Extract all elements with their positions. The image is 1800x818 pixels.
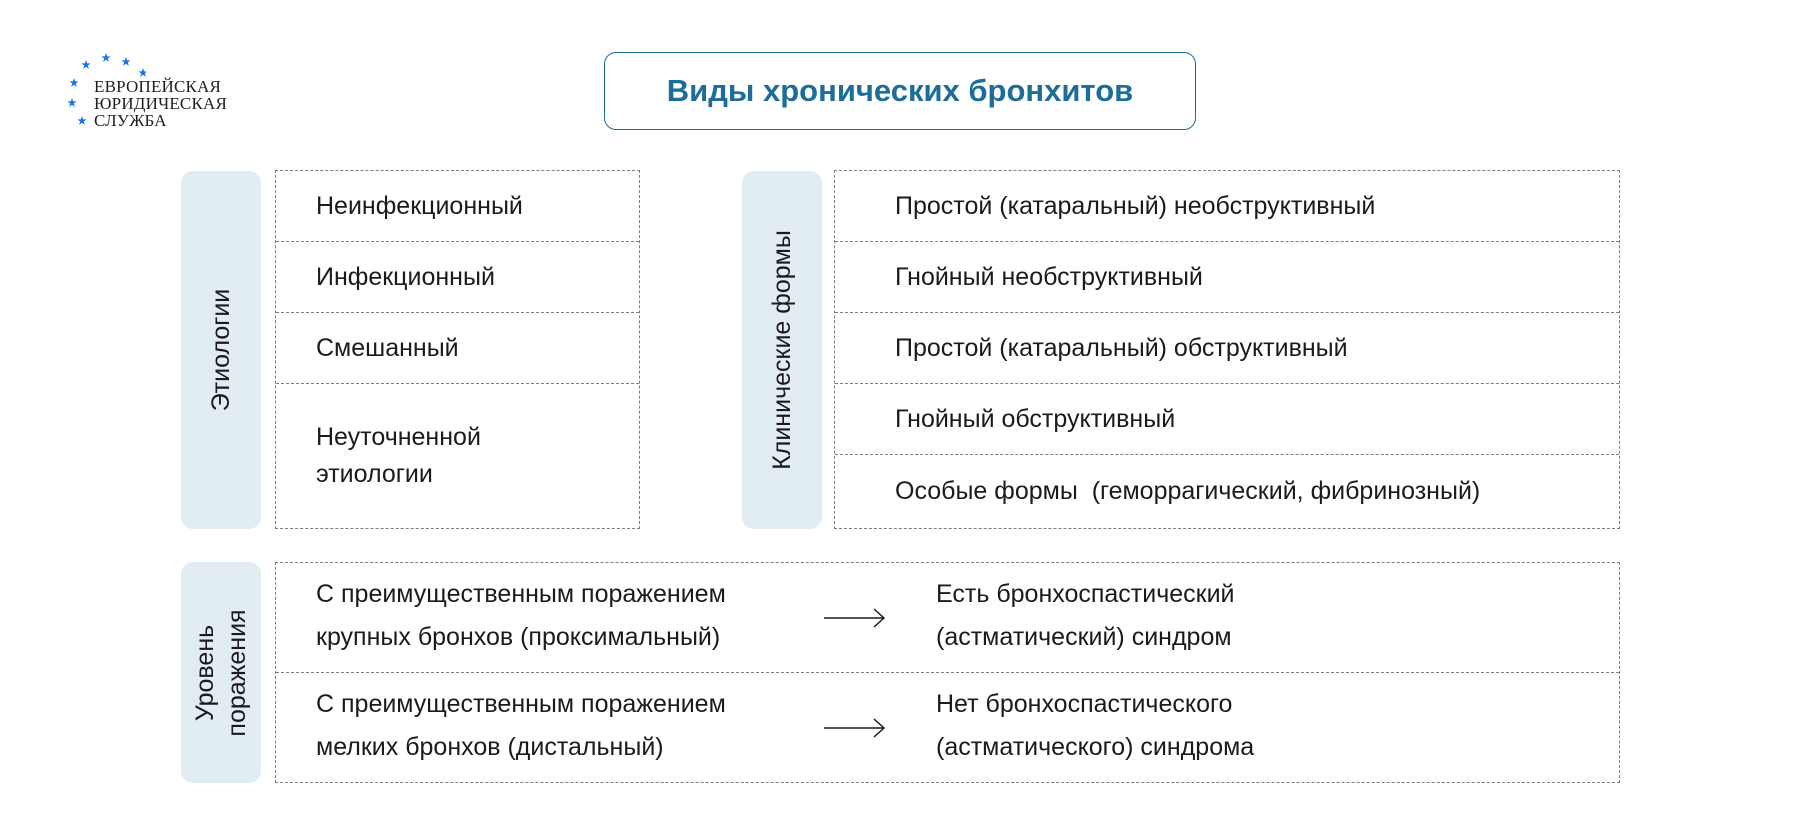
level-row: С преимущественным поражением крупных бр…	[276, 563, 1619, 673]
level-right-text: Нет бронхоспастического (астматического)…	[936, 690, 1255, 761]
title-box: Виды хронических бронхитов	[604, 52, 1196, 130]
etiology-label-box: Этиологии	[181, 171, 261, 529]
clinical-row: Особые формы (геморрагический, фибринозн…	[895, 476, 1481, 505]
etiology-label: Этиологии	[207, 288, 235, 412]
clinical-row: Простой (катаральный) обструктивный	[835, 313, 1619, 384]
etiology-row: Неуточненной этиологии	[276, 384, 639, 527]
level-table: С преимущественным поражением крупных бр…	[275, 562, 1620, 783]
clinical-table: Простой (катаральный) необструктивный Гн…	[834, 170, 1620, 529]
clinical-row: Гнойный необструктивный	[835, 242, 1619, 313]
etiology-row: Неинфекционный	[276, 171, 639, 242]
arrow-right-icon	[824, 608, 886, 628]
level-row: С преимущественным поражением мелких бро…	[276, 673, 1619, 782]
level-left-text: С преимущественным поражением мелких бро…	[316, 690, 726, 761]
clinical-label: Клинические формы	[768, 230, 796, 470]
clinical-row: Простой (катаральный) необструктивный	[835, 171, 1619, 242]
company-logo: ЕВРОПЕЙСКАЯ ЮРИДИЧЕСКАЯ СЛУЖБА	[66, 50, 256, 136]
etiology-table: Неинфекционный Инфекционный Смешанный Не…	[275, 170, 640, 529]
level-right-text: Есть бронхоспастический (астматический) …	[936, 580, 1235, 651]
clinical-row: Гнойный обструктивный	[835, 384, 1619, 455]
level-label: Уровень поражения	[191, 608, 251, 737]
arrow-right-icon	[824, 718, 886, 738]
etiology-row-text: Неуточненной этиологии	[316, 422, 481, 488]
level-label-box: Уровень поражения	[181, 562, 261, 783]
etiology-row: Смешанный	[276, 313, 639, 384]
logo-text: ЕВРОПЕЙСКАЯ ЮРИДИЧЕСКАЯ СЛУЖБА	[94, 77, 228, 130]
page-title: Виды хронических бронхитов	[666, 73, 1134, 108]
etiology-row: Инфекционный	[276, 242, 639, 313]
clinical-label-box: Клинические формы	[742, 171, 822, 529]
level-left-text: С преимущественным поражением крупных бр…	[316, 580, 726, 651]
stars-arc-icon	[67, 53, 146, 125]
